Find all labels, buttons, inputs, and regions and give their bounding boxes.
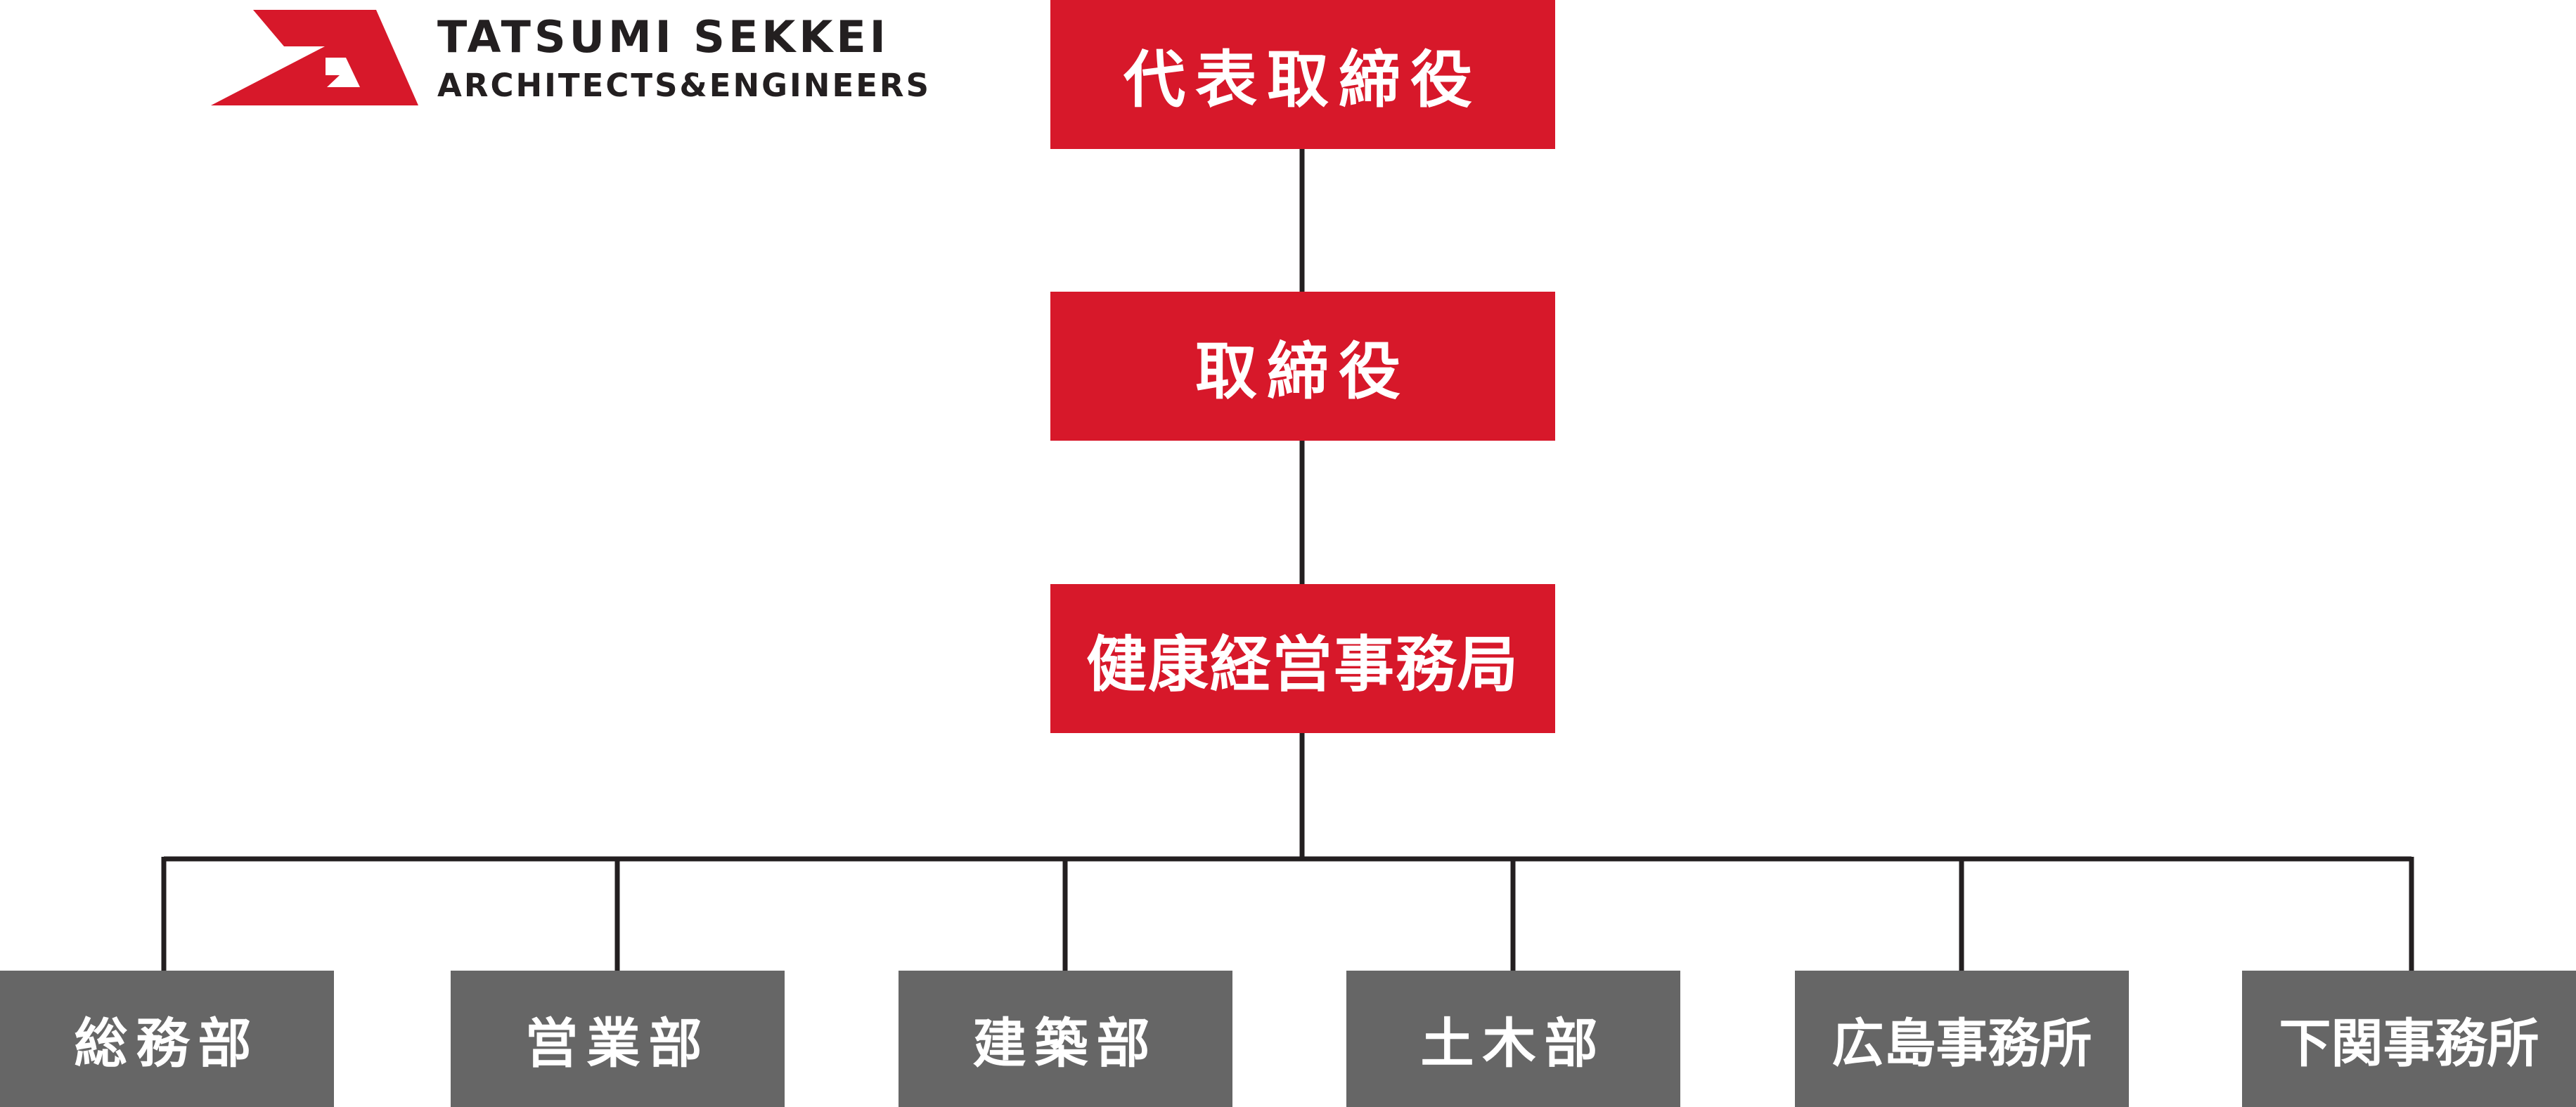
org-box-shimonoseki-office: 下関事務所 [2242,971,2576,1107]
logo-subtitle: ARCHITECTS&ENGINEERS [437,67,931,104]
org-box-hiroshima-office: 広島事務所 [1795,971,2129,1107]
org-box-civil-engineering: 土木部 [1346,971,1680,1107]
logo-title: TATSUMI SEKKEI [437,11,889,63]
org-box-sales: 営業部 [451,971,785,1107]
org-box-director: 取締役 [1050,292,1555,441]
org-box-architecture: 建築部 [899,971,1232,1107]
org-box-general-affairs: 総務部 [0,971,334,1107]
company-logo: TATSUMI SEKKEI ARCHITECTS&ENGINEERS [211,10,929,108]
logo-mark-icon [211,10,418,105]
org-box-health-management-office: 健康経営事務局 [1050,584,1555,733]
org-box-representative-director: 代表取締役 [1050,0,1555,149]
